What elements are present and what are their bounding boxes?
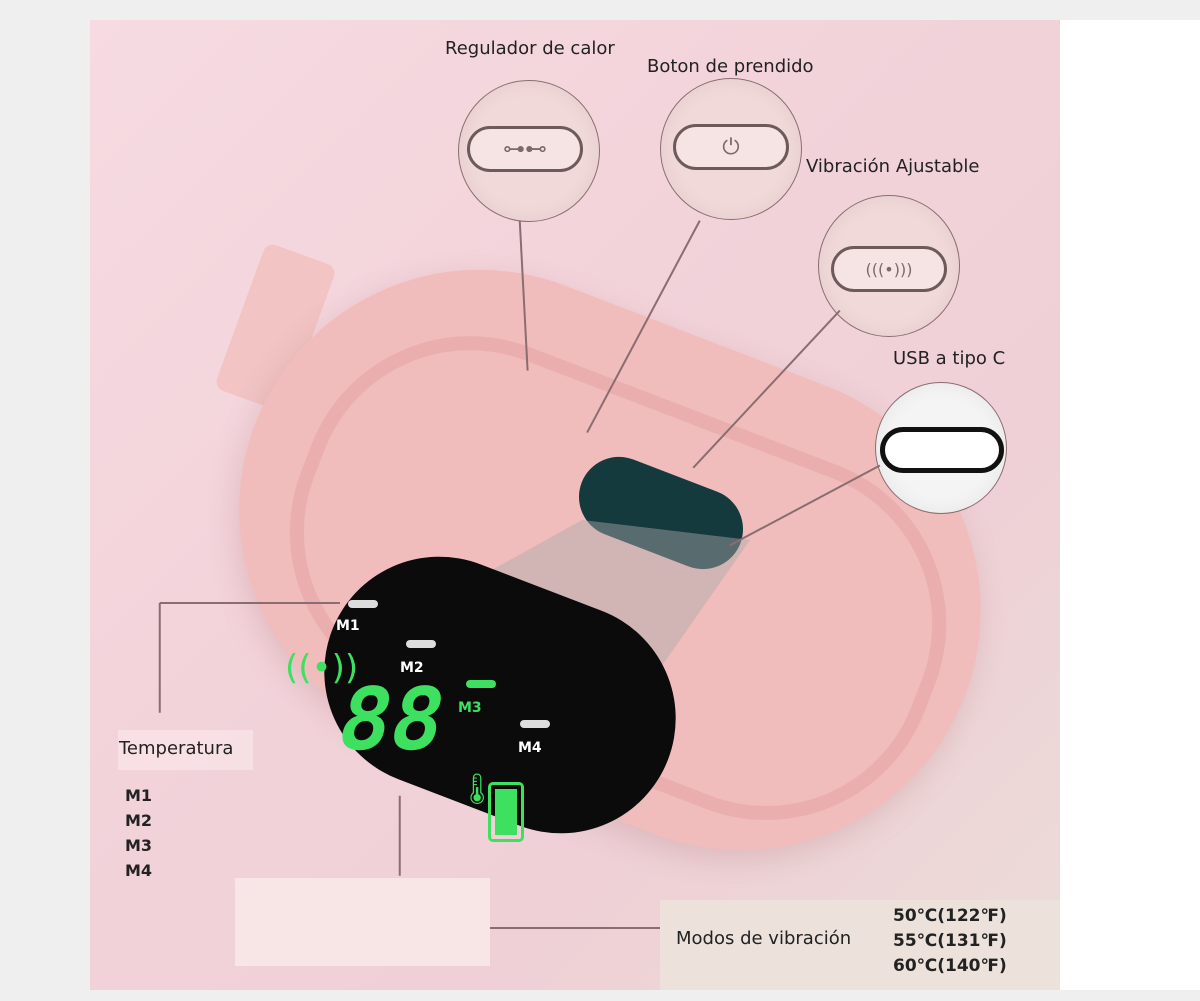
- mode-item: M2: [125, 811, 153, 830]
- temperature-panel: [118, 730, 253, 770]
- power-icon: ⏻: [673, 124, 789, 170]
- leader-line: [490, 927, 660, 929]
- product-image: M1 M2 M3 M4 ((•)) 88 🌡 ⊶⊷ ⏻ (((•))): [90, 20, 1060, 990]
- temperature-digits: 88: [329, 670, 455, 770]
- mode-indicator: [348, 600, 378, 608]
- display-mode-label: M3: [458, 700, 482, 716]
- mode-indicator: [520, 720, 550, 728]
- margin: [1060, 20, 1200, 990]
- heat-regulator-callout: ⊶⊷: [458, 80, 600, 222]
- temperature-item: 50℃(122℉): [893, 906, 1007, 926]
- mode-indicator-active: [466, 680, 496, 688]
- key-icon: ⊶⊷: [467, 126, 583, 172]
- leader-line: [159, 602, 161, 713]
- vibration-callout: (((•))): [818, 195, 960, 337]
- display-mode-label: M4: [518, 740, 542, 756]
- mode-item: M3: [125, 836, 153, 855]
- usb-label: USB a tipo C: [893, 348, 1006, 369]
- temperature-label: Temperatura: [119, 738, 234, 759]
- mode-indicator: [406, 640, 436, 648]
- vibration-icon: ((•)): [285, 648, 359, 688]
- power-button-callout: ⏻: [660, 78, 802, 220]
- mode-item: M1: [125, 786, 153, 805]
- display-mode-label: M1: [336, 618, 360, 634]
- display-mode-label: M2: [400, 660, 424, 676]
- blank-panel: [235, 878, 490, 966]
- temps-panel: [660, 900, 1060, 990]
- usb-callout: [875, 382, 1007, 514]
- temperature-item: 55℃(131℉): [893, 931, 1007, 951]
- leader-line: [399, 795, 401, 876]
- usb-c-icon: [880, 427, 1004, 473]
- leader-line: [160, 602, 340, 604]
- heat-regulator-label: Regulador de calor: [445, 38, 615, 59]
- mode-item: M4: [125, 861, 153, 880]
- power-button-label: Boton de prendido: [647, 56, 814, 77]
- vibration-button-icon: (((•))): [831, 246, 947, 292]
- temperature-item: 60℃(140℉): [893, 956, 1007, 976]
- battery-icon: [488, 782, 524, 842]
- vibration-modes-label: Modos de vibración: [676, 928, 852, 949]
- mode-list: M1 M2 M3 M4: [125, 783, 152, 883]
- vibration-label: Vibración Ajustable: [806, 156, 980, 177]
- temperature-list: 50℃(122℉) 55℃(131℉) 60℃(140℉): [893, 904, 1007, 979]
